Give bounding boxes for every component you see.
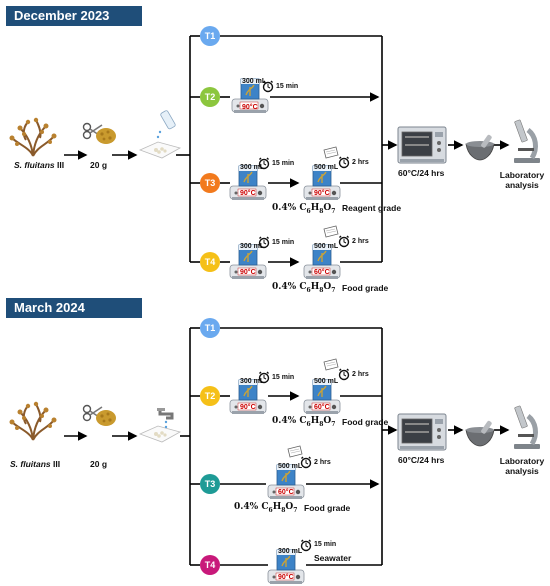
treatment-node: T1 [200, 318, 220, 338]
citric-acid-label: 0.4% C6H8O7 [272, 416, 336, 428]
seaweed-icon [8, 116, 58, 157]
timer-icon [338, 368, 350, 381]
tray-icon [139, 141, 181, 159]
water-tap-icon [155, 406, 174, 420]
analysis-label: Laboratory analysis [499, 456, 545, 476]
sample-label: S. fluitans III [10, 459, 61, 469]
treatment-node: T3 [200, 173, 220, 193]
drying-oven-icon [397, 126, 447, 164]
beaker-volume: 300 mL [240, 378, 265, 385]
grade-label: Food grade [342, 417, 389, 427]
time-label: 15 min [314, 541, 337, 548]
seaweed-chips-icon [96, 410, 116, 426]
microscope-icon [514, 406, 540, 449]
time-label: 2 hrs [352, 159, 369, 166]
citric-acid-label: 0.4% C6H8O7 [234, 502, 298, 514]
temperature-label: 90°C [240, 269, 256, 276]
temperature-label: 60°C [314, 269, 330, 276]
microscope-icon [514, 120, 540, 163]
treatment-node: T2 [200, 386, 220, 406]
citric-acid-label: 0.4% C6H8O7 [272, 203, 336, 215]
oven-label: 60°C/24 hrs [398, 455, 445, 465]
sample-mass: 20 g [90, 160, 108, 170]
timer-icon [338, 156, 350, 169]
water-bottle-icon [160, 110, 176, 130]
temperature-label: 60°C [314, 404, 330, 411]
analysis-label: Laboratory analysis [499, 170, 545, 190]
mortar-pestle-icon [465, 133, 495, 161]
seaweed-chips-icon [96, 128, 116, 144]
time-label: 2 hrs [352, 371, 369, 378]
section-title: March 2024 [6, 298, 142, 318]
section-title: December 2023 [6, 6, 142, 26]
treatment-node: T2 [200, 87, 220, 107]
treatment-node: T3 [200, 474, 220, 494]
beaker-volume: 500 mL [314, 164, 339, 171]
time-label: 15 min [272, 160, 295, 167]
treatment-node: T1 [200, 26, 220, 46]
grade-label: Food grade [304, 503, 351, 513]
oven-label: 60°C/24 hrs [398, 168, 445, 178]
grade-label: Reagent grade [342, 203, 402, 213]
beaker-volume: 300 mL [240, 164, 265, 171]
beaker-volume: 300 mL [240, 243, 265, 250]
citric-acid-bag-icon [287, 445, 303, 458]
drying-oven-icon [397, 413, 447, 451]
timer-icon [300, 539, 312, 552]
beaker-volume: 500 mL [314, 378, 339, 385]
citric-acid-bag-icon [323, 146, 339, 159]
citric-acid-label: 0.4% C6H8O7 [272, 282, 336, 294]
medium-label: Seawater [314, 553, 352, 563]
temperature-label: 90°C [278, 574, 294, 581]
sample-label: S. fluitans III [14, 160, 65, 170]
grade-label: Food grade [342, 283, 389, 293]
beaker-volume: 500 mL [278, 463, 303, 470]
mortar-pestle-icon [465, 419, 495, 447]
temperature-label: 90°C [242, 104, 258, 111]
temperature-label: 90°C [240, 190, 256, 197]
treatment-node: T4 [200, 252, 220, 272]
time-label: 15 min [272, 374, 295, 381]
citric-acid-bag-icon [323, 225, 339, 238]
time-label: 2 hrs [352, 238, 369, 245]
sample-mass: 20 g [90, 459, 108, 469]
tray-icon [139, 425, 181, 443]
timer-icon [300, 456, 312, 469]
beaker-volume: 300 mL [278, 548, 303, 555]
timer-icon [338, 235, 350, 248]
temperature-label: 60°C [278, 489, 294, 496]
time-label: 15 min [272, 239, 295, 246]
temperature-label: 90°C [240, 404, 256, 411]
seaweed-icon [8, 400, 58, 441]
temperature-label: 90°C [314, 190, 330, 197]
citric-acid-bag-icon [323, 358, 339, 371]
time-label: 2 hrs [314, 459, 331, 466]
time-label: 15 min [276, 83, 299, 90]
beaker-volume: 300 mL [242, 78, 267, 85]
treatment-node: T4 [200, 555, 220, 575]
beaker-volume: 500 mL [314, 243, 339, 250]
